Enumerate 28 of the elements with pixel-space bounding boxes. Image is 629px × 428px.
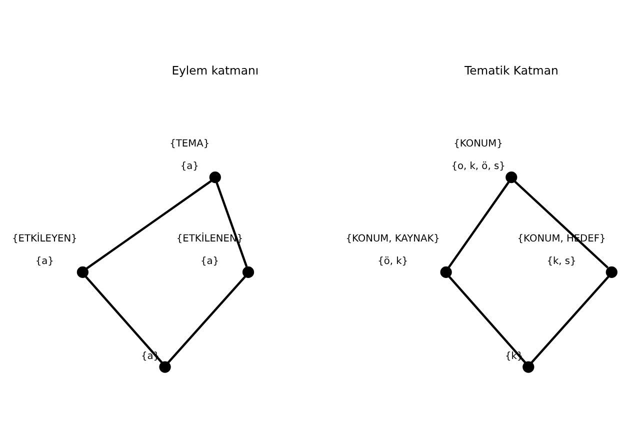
node-label: {ö, k} xyxy=(378,256,408,267)
connector xyxy=(216,182,248,267)
node-circle xyxy=(242,266,254,278)
connector xyxy=(514,180,609,269)
node-label: {TEMA} xyxy=(170,138,210,150)
node-circle xyxy=(522,361,534,373)
node-label: {k, s} xyxy=(546,256,576,267)
node-circle xyxy=(209,171,221,184)
node-circle xyxy=(76,266,88,278)
node-label: {a} xyxy=(180,161,199,172)
label: Tematik Katman xyxy=(464,64,558,78)
node-circle xyxy=(506,171,518,184)
node-label: {KONUM, KAYNAK} xyxy=(346,234,440,245)
node-circle xyxy=(440,266,452,278)
node-circle xyxy=(159,361,171,373)
connector xyxy=(86,180,212,270)
connector xyxy=(530,276,610,364)
node-label: {ETKİLEYEN} xyxy=(12,234,78,245)
connector xyxy=(448,182,510,268)
connector xyxy=(448,276,526,364)
node-label: {o, k, ö, s} xyxy=(451,161,506,172)
node-label: {a} xyxy=(35,256,54,267)
connector xyxy=(84,276,163,364)
node-circle xyxy=(606,266,618,278)
node-label: {a} xyxy=(200,256,220,267)
label: Eylem katmanı xyxy=(172,64,259,78)
connector xyxy=(167,276,246,364)
node-label: {KONUM} xyxy=(454,138,503,150)
